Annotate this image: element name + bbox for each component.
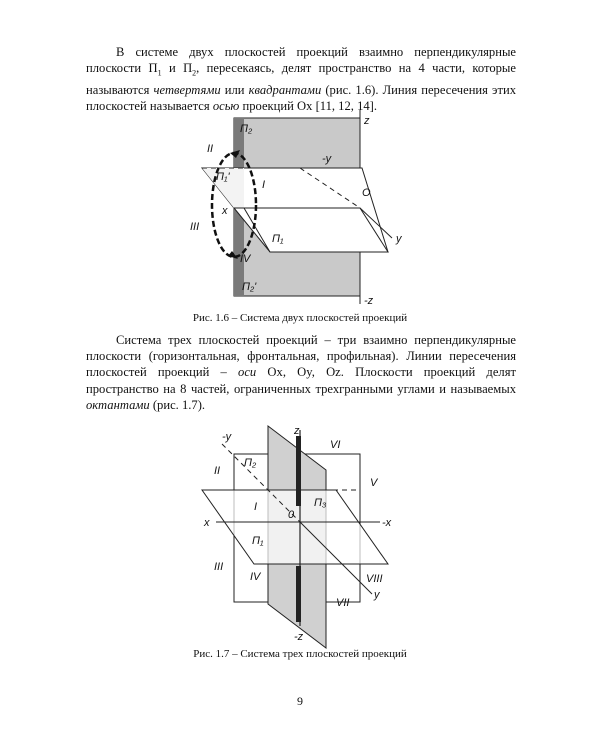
text-run: (рис. 1.6). Линия пересечения этих плоск… [86,82,516,114]
caption-fig-1-6: Рис. 1.6 – Система двух плоскостей проек… [192,312,408,324]
label-minus-z: -z [364,295,374,307]
label-p1: П₁ [272,233,284,245]
page-number: 9 [297,694,303,708]
paragraph-three-planes: Система трех плоскостей проекций – три в… [86,332,516,413]
term-quarters: четвертями [153,82,221,97]
horizontal-plane-back [202,168,244,208]
text-run: В системе двух плоскостей проекций взаим… [86,45,516,76]
label-quadrant-i: I [262,179,265,191]
label-quadrant-ii: II [207,143,213,155]
label-x: x [221,205,228,217]
text-run: проекций Ox [11, 12, 14]. [239,99,378,114]
text-run: Система трех плоскостей проекций – три в… [86,333,516,380]
text-run: , пересекаясь, делят пространство на 4 ч… [86,61,516,97]
term-octants: октантами [86,397,150,412]
term-axis: осью [212,99,240,114]
rotation-arrow-top [230,150,240,158]
text-run: Ox, Oy, Oz. Плоскости проекций делят про… [86,365,516,396]
term-axes: оси [238,365,257,380]
label-quadrant-iii: III [190,221,199,233]
label-origin: O [362,187,371,199]
label-p2-prime: П₂' [242,281,257,293]
label-y: y [395,233,403,245]
text-run: и П [161,61,193,76]
axis-y [359,207,393,239]
text-run: или [220,82,249,97]
label-quadrant-iv: IV [240,253,252,265]
label-p1-prime: П₁' [216,171,230,183]
label-minus-y: -y [322,153,333,165]
label-p2: П₂ [240,123,253,135]
text-run: (рис. 1.7). [149,397,206,412]
term-quadrants: квадрантами [248,82,322,97]
caption-fig-1-7: Рис. 1.7 – Система трех плоскостей проек… [193,648,407,660]
rotation-arrow-bottom [228,251,238,259]
label-z: z [363,115,370,127]
axis-y-dashed [299,167,361,209]
paragraph-intro: В системе двух плоскостей проекций взаим… [86,45,516,114]
